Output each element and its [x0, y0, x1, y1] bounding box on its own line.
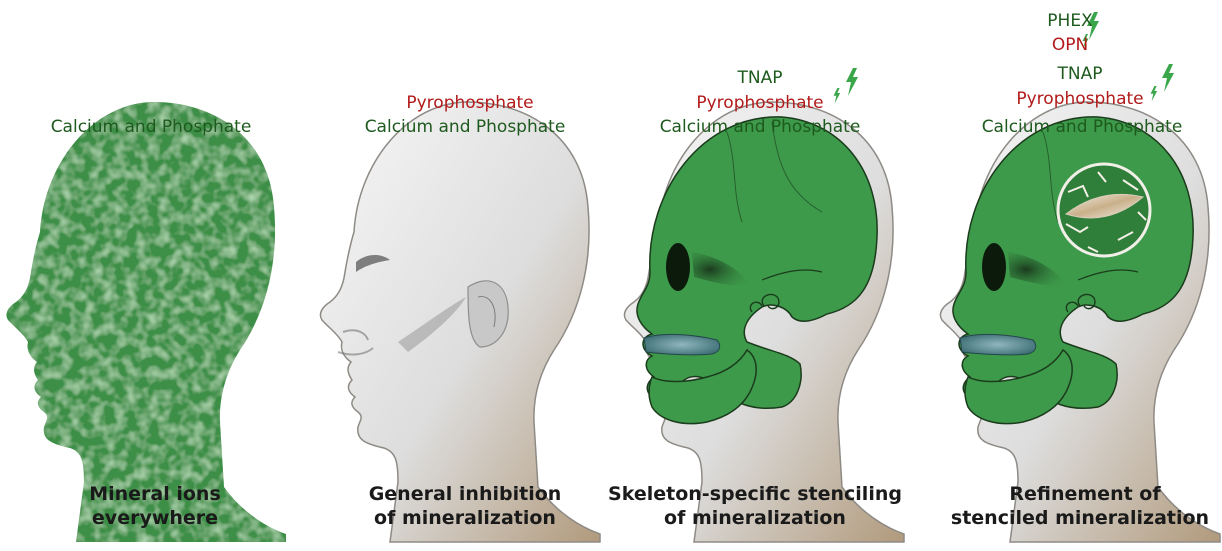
- caption-panel-3-line1: Skeleton-specific stenciling: [600, 483, 910, 505]
- panel-mineral-ions: [6, 102, 286, 542]
- caption-panel-2-line1: General inhibition: [350, 483, 580, 505]
- label-opn: OPN: [1020, 35, 1120, 55]
- label-tnap: TNAP: [710, 68, 810, 88]
- caption-panel-1-line1: Mineral ions: [60, 483, 250, 505]
- caption-panel-4-line1: Refinement of: [965, 483, 1205, 505]
- label-pyrophosphate: Pyrophosphate: [665, 93, 855, 113]
- lightning-bolt-icon: [1162, 64, 1174, 92]
- caption-panel-1-line2: everywhere: [60, 507, 250, 529]
- caption-panel-2-line2: of mineralization: [350, 507, 580, 529]
- label-tnap: TNAP: [1030, 64, 1130, 84]
- panel-skeleton-stenciling: [624, 102, 904, 542]
- label-calcium-phosphate: Calcium and Phosphate: [972, 117, 1192, 137]
- label-calcium-phosphate: Calcium and Phosphate: [650, 117, 870, 137]
- label-calcium-phosphate: Calcium and Phosphate: [355, 117, 575, 137]
- caption-panel-4-line2: stenciled mineralization: [940, 507, 1220, 529]
- panel-general-inhibition: [320, 102, 600, 542]
- caption-panel-3-line2: of mineralization: [600, 507, 910, 529]
- lightning-bolt-icon: [846, 68, 858, 96]
- panel-refinement: [940, 102, 1220, 542]
- label-calcium-phosphate: Calcium and Phosphate: [46, 117, 256, 137]
- magnified-inset: [1058, 164, 1150, 256]
- label-pyrophosphate: Pyrophosphate: [365, 93, 575, 113]
- label-phex: PHEX: [1020, 11, 1120, 31]
- label-pyrophosphate: Pyrophosphate: [985, 89, 1175, 109]
